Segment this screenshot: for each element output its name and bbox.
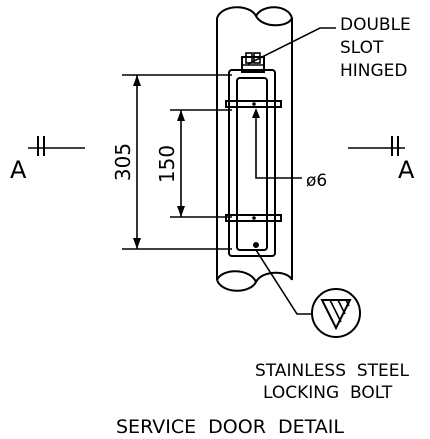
hinge-label-line2: SLOT — [340, 38, 384, 58]
hinge-label-line3: HINGED — [340, 61, 408, 81]
pole-top-break — [216, 6, 293, 27]
upper-strap — [225, 100, 282, 108]
locking-bolt — [253, 242, 259, 248]
section-marker-right — [348, 136, 405, 156]
section-marker-left — [28, 136, 85, 156]
dimension-305 — [122, 74, 232, 250]
pole — [216, 6, 293, 292]
dimension-150-label: 150 — [155, 145, 179, 183]
hinge-label-line1: DOUBLE — [340, 15, 411, 35]
service-door — [225, 69, 282, 257]
bolt-label-line2: LOCKING BOLT — [263, 383, 393, 403]
rod-diameter-label: ø6 — [306, 171, 327, 191]
bolt-leader — [255, 249, 312, 315]
dimension-150 — [170, 109, 232, 218]
section-label-right: A — [398, 156, 415, 184]
bolt-symbol — [311, 288, 361, 338]
drawing-title: SERVICE DOOR DETAIL — [116, 416, 344, 438]
hinge-leader — [247, 27, 336, 65]
lower-strap — [225, 214, 282, 222]
bolt-label-line1: STAINLESS STEEL — [255, 361, 409, 381]
rod-leader — [255, 112, 302, 179]
section-label-left: A — [10, 156, 27, 184]
dimension-305-label: 305 — [111, 143, 135, 181]
